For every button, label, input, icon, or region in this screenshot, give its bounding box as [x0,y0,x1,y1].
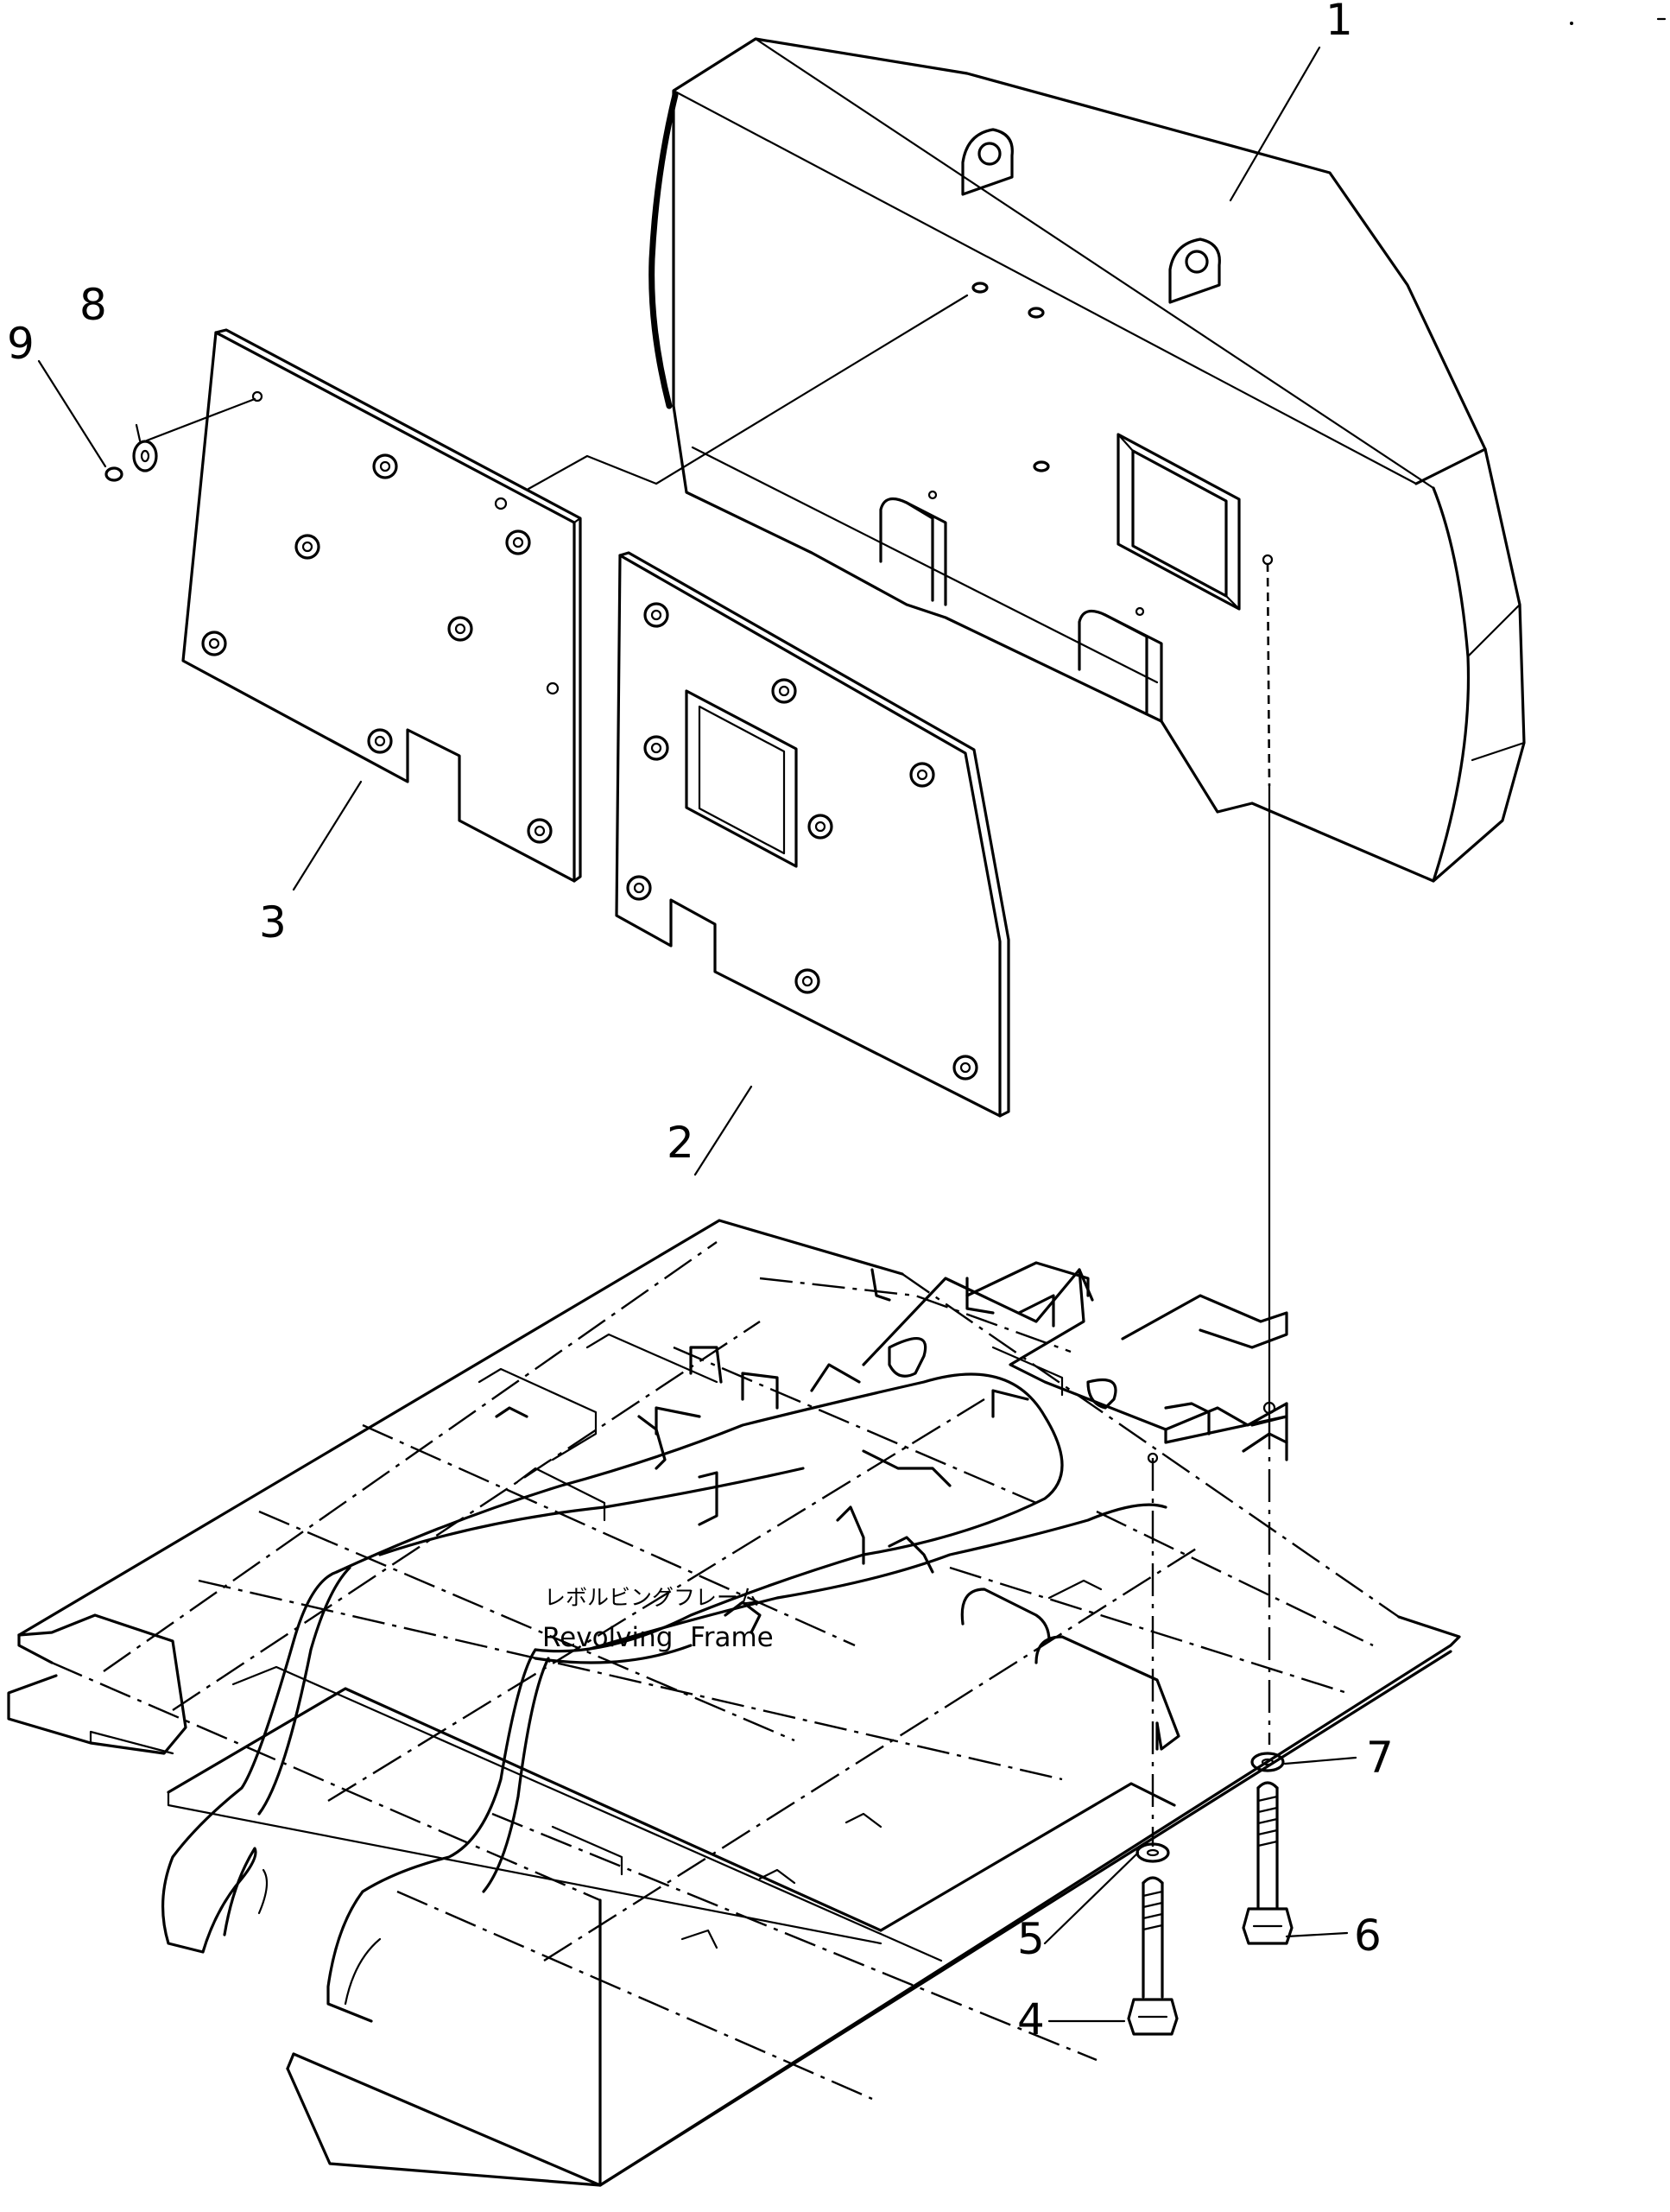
callout-9: 9 [7,319,35,369]
hardware-parts [104,440,1294,2036]
washer-part-7 [1250,1752,1285,1772]
assembly-lines [145,294,1271,1847]
callout-numbers: 1 2 3 4 5 6 7 8 9 [7,0,1394,2044]
bolt-part-6 [1242,1781,1294,1945]
frame-label-japanese: レボルビングフレーム [544,1585,759,1610]
plate-2-bolt-holes [626,602,978,1081]
washer-part-8 [132,440,158,472]
frame-label: レボルビングフレーム Revolving Frame [542,1585,774,1653]
callout-5: 5 [1017,1914,1045,1964]
callout-3: 3 [259,897,287,948]
frame-label-english: Revolving Frame [542,1622,774,1653]
callout-1: 1 [1325,0,1353,45]
counterweight-part-1 [648,37,1526,883]
nut-part-9 [104,466,123,482]
plate-part-2 [615,551,1010,1118]
revolving-frame [7,1219,1461,2187]
bolt-part-4 [1127,1876,1179,2036]
callout-4: 4 [1017,1994,1045,2044]
callout-2: 2 [667,1118,694,1168]
callout-6: 6 [1354,1911,1382,1961]
callout-leaders [37,46,1357,2023]
plate-3-bolt-holes [201,390,560,844]
corner-marks [1570,17,1667,25]
callout-7: 7 [1366,1733,1394,1783]
callout-8: 8 [79,280,107,330]
plate-part-3 [181,328,582,883]
